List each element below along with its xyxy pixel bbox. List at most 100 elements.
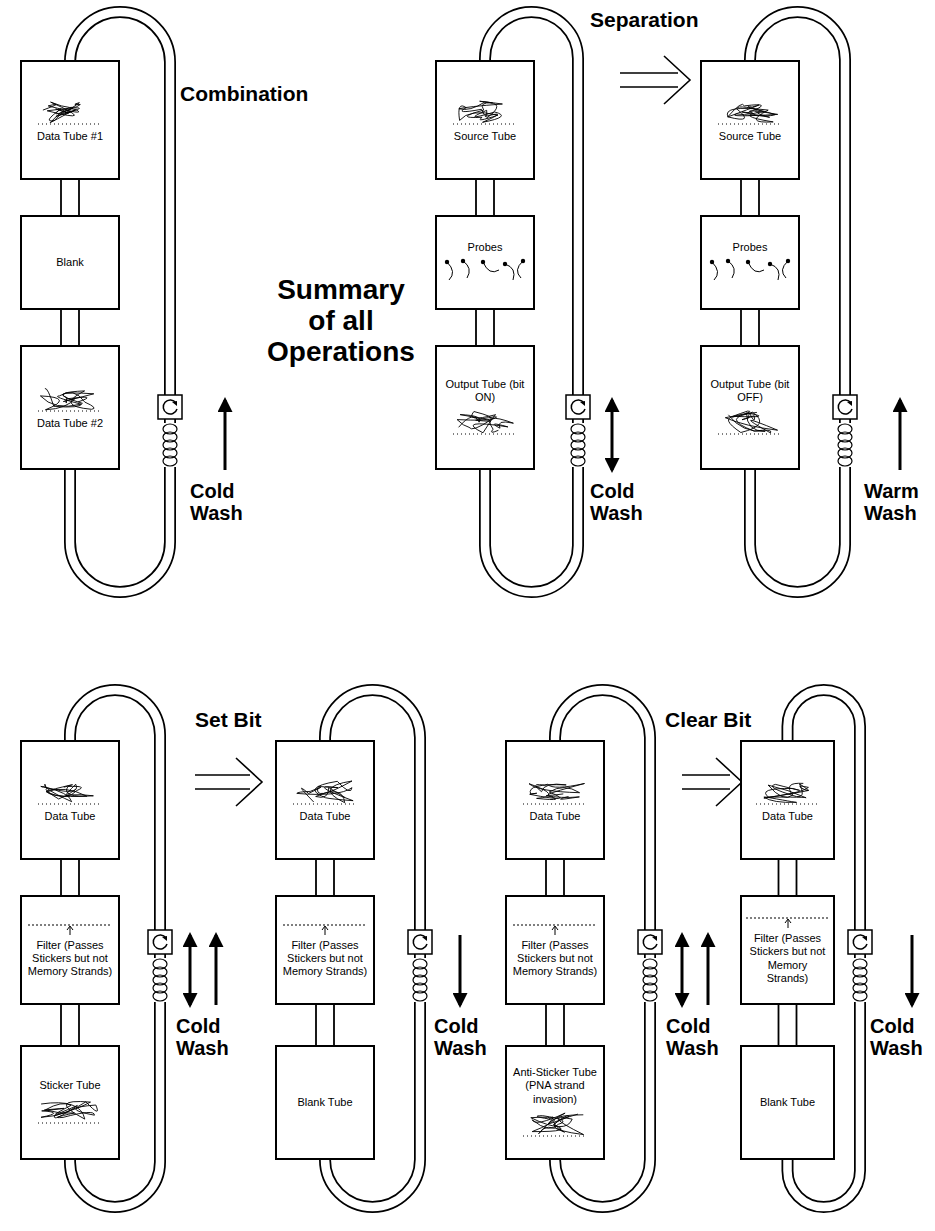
- operation-heading: Combination: [180, 82, 320, 105]
- tube-box: Probes: [700, 215, 800, 310]
- tube-box: Probes: [435, 215, 535, 310]
- tube-label: Data Tube: [762, 810, 813, 823]
- wash-direction-arrow: [707, 935, 710, 1005]
- neck-wall: [78, 180, 80, 215]
- operation-heading: Clear Bit: [665, 708, 785, 731]
- neck-wall: [333, 1005, 335, 1045]
- probe-anchor: [521, 258, 525, 262]
- neck-wall: [778, 1005, 780, 1045]
- transition-arrow: [195, 758, 262, 806]
- neck-wall: [78, 860, 80, 895]
- neck-wall: [78, 1005, 80, 1045]
- heat-coil: [571, 456, 585, 466]
- wash-direction-arrow: [215, 935, 218, 1005]
- neck-wall: [545, 1005, 547, 1045]
- coil-ground: [412, 958, 428, 1002]
- coil-ground: [642, 958, 658, 1002]
- coil-ground: [152, 958, 168, 1002]
- pump-housing: [566, 395, 590, 419]
- tube-box: Sticker Tube: [20, 1045, 120, 1160]
- probe-strands: [443, 258, 527, 284]
- probe-anchor: [710, 259, 714, 263]
- probe-anchor: [726, 258, 730, 262]
- tube-box: Anti-Sticker Tube (PNA strand invasion): [505, 1045, 605, 1160]
- heat-coil: [838, 456, 852, 466]
- wash-direction-arrow: [224, 400, 227, 470]
- heat-coil: [163, 456, 177, 466]
- pump-arrow: [652, 936, 657, 941]
- neck-wall: [315, 1005, 317, 1045]
- tube-box: Data Tube: [20, 740, 120, 860]
- flow-arrow: [785, 919, 791, 928]
- neck-wall: [78, 310, 80, 345]
- probe-anchor: [768, 261, 772, 265]
- strand-dots: [38, 803, 102, 804]
- neck-wall: [758, 180, 760, 215]
- neck-wall: [740, 310, 742, 345]
- dna-tangle: [34, 777, 106, 807]
- heat-coil: [853, 991, 867, 1001]
- dna-tangle: [34, 1096, 106, 1126]
- tube-box: Data Tube: [275, 740, 375, 860]
- neck-wall: [545, 860, 547, 895]
- wash-label: Cold Wash: [590, 480, 652, 524]
- dna-strand: [531, 1113, 584, 1135]
- dna-strand: [40, 389, 94, 410]
- dna-tangle: [449, 407, 521, 437]
- dna-strand: [529, 783, 585, 799]
- probe-anchor: [461, 258, 465, 262]
- wash-direction-arrow: [911, 935, 914, 1005]
- neck-wall: [475, 310, 477, 345]
- strand-dots: [453, 123, 517, 124]
- pump-rotor: [643, 935, 657, 949]
- tube-box: Data Tube: [505, 740, 605, 860]
- tube-label: Data Tube: [300, 810, 351, 823]
- tube-label: Filter (Passes Stickers but not Memory S…: [511, 939, 599, 979]
- wash-label: Cold Wash: [176, 1015, 238, 1059]
- dna-strand: [763, 783, 808, 802]
- probe-anchor: [481, 259, 485, 263]
- dna-strand: [725, 411, 777, 433]
- tube-neck: [476, 180, 494, 215]
- heat-coil: [413, 991, 427, 1001]
- pump-rotor: [853, 935, 867, 949]
- neck-wall: [796, 860, 798, 895]
- coil-ground: [570, 423, 586, 467]
- filter-membrane: [511, 922, 599, 936]
- wash-direction-arrow: [899, 400, 902, 470]
- tube-label: Blank: [56, 256, 84, 269]
- strand-dots: [38, 1122, 102, 1123]
- neck-wall: [60, 1005, 62, 1045]
- neck-wall: [333, 860, 335, 895]
- neck-wall: [796, 1005, 798, 1045]
- probe-strands: [708, 258, 792, 284]
- probe-anchor: [746, 259, 750, 263]
- strand-dots: [453, 434, 517, 435]
- neck-wall: [60, 180, 62, 215]
- probe-strand: [447, 261, 523, 280]
- probe-strand: [712, 261, 788, 280]
- tube-label: Output Tube (bit OFF): [706, 378, 794, 404]
- neck-wall: [778, 860, 780, 895]
- pump-symbol: [566, 395, 590, 467]
- tube-label: Source Tube: [719, 130, 781, 143]
- filter-membrane: [26, 922, 114, 936]
- tube-box: Data Tube #1: [20, 60, 120, 180]
- dna-strand: [457, 412, 513, 433]
- wash-label: Cold Wash: [666, 1015, 728, 1059]
- strand-dots: [523, 1135, 587, 1136]
- heat-coil: [153, 991, 167, 1001]
- neck-wall: [60, 310, 62, 345]
- probe-anchor: [445, 259, 449, 263]
- pump-symbol: [158, 395, 182, 467]
- pump-arrow: [580, 401, 585, 406]
- dna-tangle: [449, 97, 521, 127]
- tube-neck: [779, 860, 797, 895]
- tube-neck: [741, 310, 759, 345]
- tube-neck: [61, 310, 79, 345]
- flow-arrow: [322, 926, 328, 935]
- wash-label: Warm Wash: [864, 480, 926, 524]
- tube-box: Filter (Passes Stickers but not Memory S…: [505, 895, 605, 1005]
- tube-box: Blank: [20, 215, 120, 310]
